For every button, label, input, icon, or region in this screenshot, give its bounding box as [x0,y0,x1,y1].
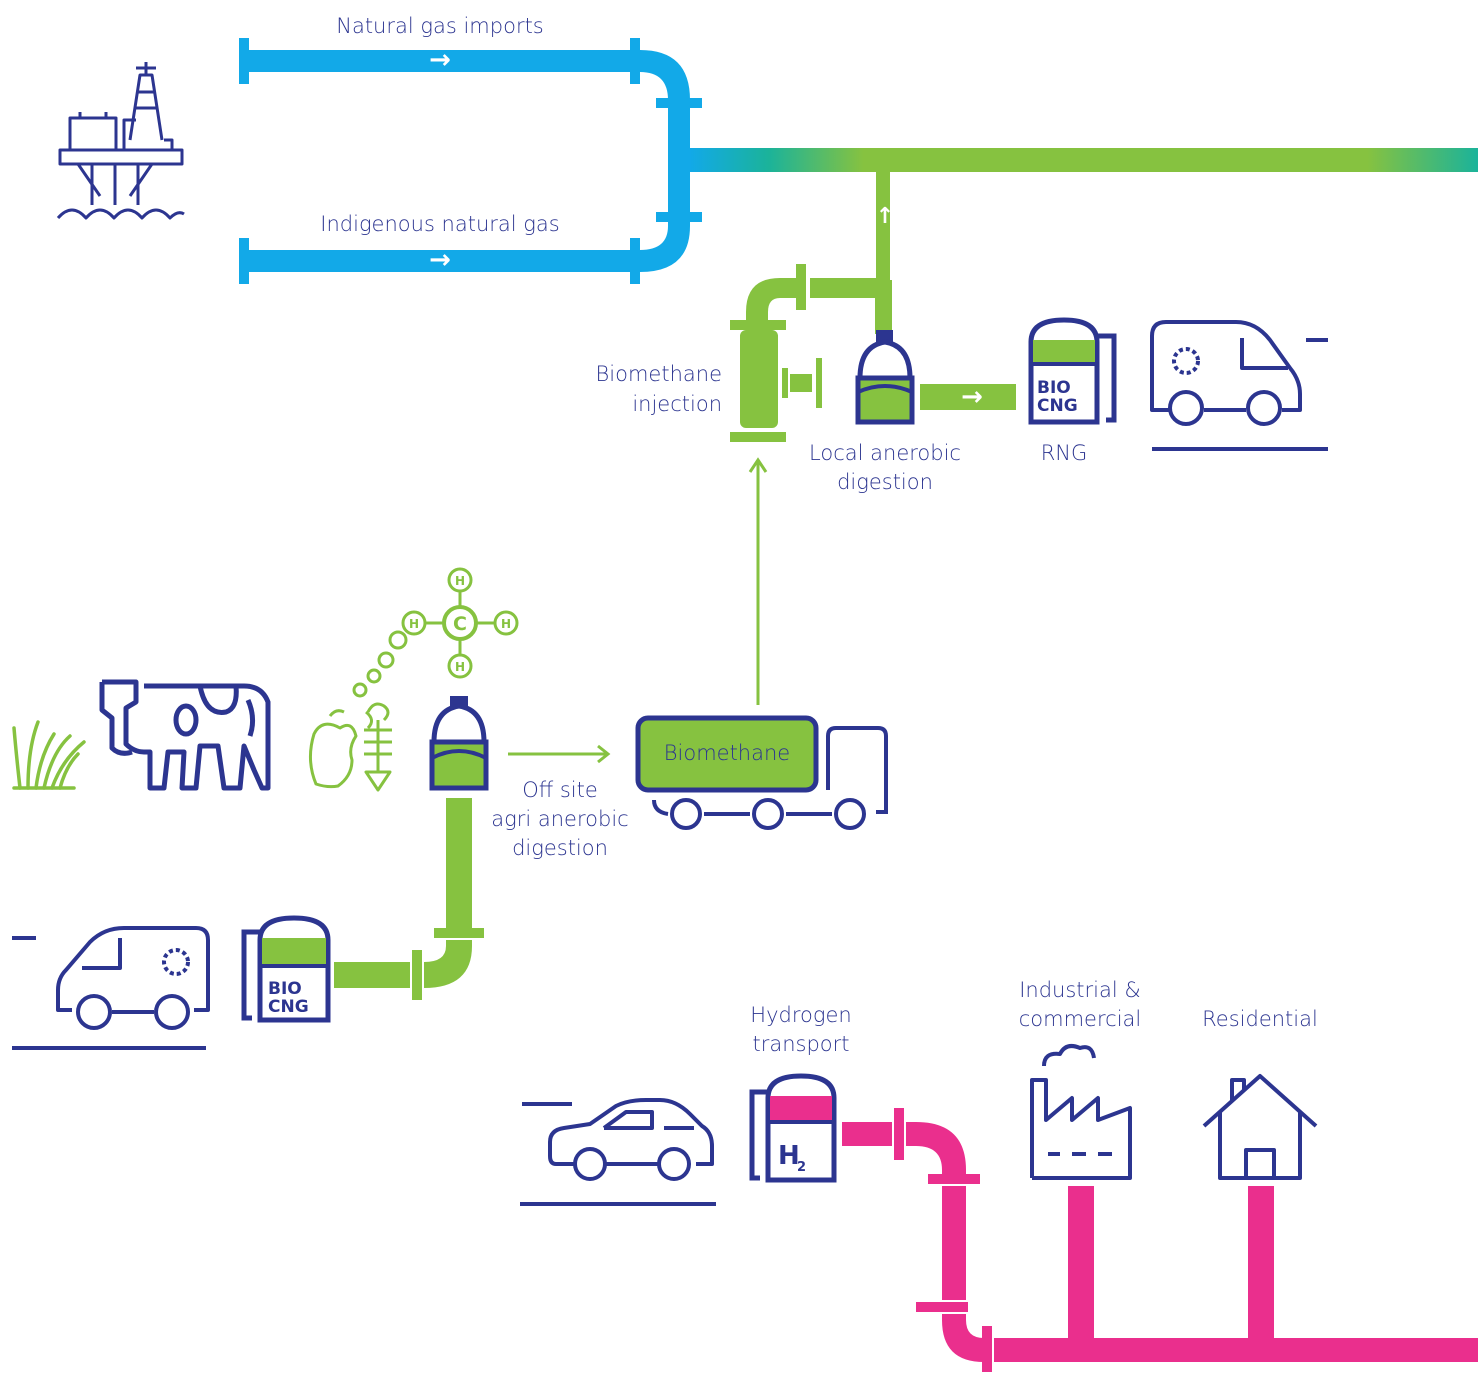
injection-valve-body [740,330,778,428]
van-icon [12,926,210,1050]
imports-pipe-end-flange [239,38,249,84]
hydrogen-atom-label-right: H [501,617,511,631]
biomethane-injection-label-line2: injection [632,392,722,416]
offsite-pump-cng-text: CNG [268,997,309,1017]
indigenous-pipe-flange [630,238,640,284]
imports-flow-arrow: → [429,45,451,75]
main-transmission-pipe [690,148,1478,172]
natural-gas-imports-label: Natural gas imports [336,14,544,38]
biomethane-injection-pipes [730,172,892,442]
truck-biomethane-label: Biomethane [664,741,790,765]
hydrogen-transport-label-line1: Hydrogen [750,1003,851,1027]
hydrogen-subscript: 2 [797,1160,806,1175]
injection-flange [796,264,806,310]
injection-riser-pipe [876,172,890,292]
digester-icon [429,696,489,791]
hydrogen-pump-icon: H 2 [749,1073,837,1183]
indigenous-flow-arrow: → [429,245,451,275]
industrial-label-line1: Industrial & [1019,978,1141,1002]
lower-vertical-flange [656,212,702,222]
hydrogen-atom-label-top: H [455,574,465,588]
cow-icon [99,679,271,791]
industrial-label-line2: commercial [1019,1007,1141,1031]
injection-horizontal-pipe [810,278,880,298]
offsite-label-line2: agri anerobic [491,807,628,831]
oil-rig-icon [56,62,185,220]
rng-flow-arrow: → [961,382,983,412]
hydrogen-pipes [842,1108,1478,1372]
imports-pipe [246,50,636,72]
offsite-green-pipe [334,798,484,1000]
hydrogen-atom-label-left: H [409,617,419,631]
rng-label: RNG [1041,441,1088,465]
factory-icon [1030,1044,1132,1180]
local-digestion-label-line2: digestion [837,470,933,494]
car-icon [520,1098,716,1206]
biomethane-injection-label-line1: Biomethane [596,362,722,386]
local-digester-icon [855,330,915,425]
van-icon [1150,320,1328,451]
rng-pump-cng-text: CNG [1037,396,1078,416]
offsite-label-line3: digestion [512,836,608,860]
imports-pipe-flange [630,38,640,84]
blue-vertical-pipe [668,106,690,216]
gas-bubbles [352,630,408,698]
truck-icon: Biomethane [635,715,888,830]
carbon-atom-label: C [453,613,467,635]
injection-up-arrow: ↑ [876,204,894,229]
local-digestion-label-line1: Local anerobic [809,441,961,465]
rng-pipe [920,384,1016,410]
hydrogen-transport-label-line2: transport [752,1032,849,1056]
bio-cng-pump-icon: BIO CNG [241,915,331,1023]
food-waste-icon [309,702,392,792]
indigenous-natural-gas-label: Indigenous natural gas [320,212,559,236]
hydrogen-atom-label-bottom: H [455,660,465,674]
bio-cng-pump-icon: BIO CNG [1028,317,1117,425]
injection-elbow [746,278,796,322]
offsite-pump-bio-text: BIO [268,979,302,999]
offsite-label-line1: Off site [522,778,598,802]
natural-gas-pipes: → → [239,38,702,284]
grass-icon [12,720,86,790]
indigenous-pipe-elbow [640,220,690,272]
indigenous-pipe-end-flange [239,238,249,284]
upper-vertical-flange [656,98,702,108]
indigenous-pipe [246,250,636,272]
injection-lower-flange [730,432,786,442]
imports-pipe-elbow [640,50,690,110]
hydrogen-symbol: H [778,1141,800,1171]
house-icon [1202,1074,1318,1180]
residential-label: Residential [1202,1007,1318,1031]
injection-upper-flange [730,320,786,330]
rng-pump-bio-text: BIO [1037,378,1071,398]
methane-molecule-icon: C H H H H [401,567,519,679]
